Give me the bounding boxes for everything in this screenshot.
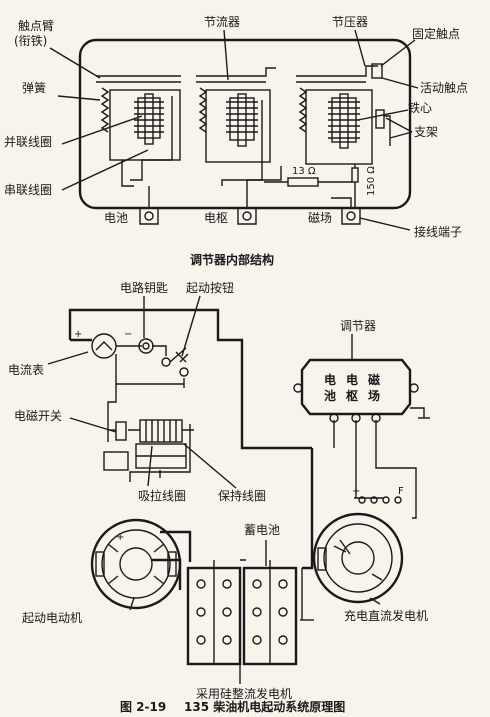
- battery-bank: [186, 559, 298, 666]
- callout-solenoid-switch: 电磁开关: [14, 408, 62, 423]
- starter-motor: +: [90, 518, 182, 610]
- ignition-key: [138, 338, 154, 354]
- terminal-label-battery: 电池: [104, 211, 128, 225]
- reg-term-3-l2: 场: [368, 389, 380, 403]
- starting-system-schematic: + −: [8, 280, 430, 701]
- callout-starter-motor: 起动电动机: [22, 611, 82, 625]
- generator-terminals: + F: [352, 486, 404, 504]
- ammeter-minus: −: [124, 329, 132, 340]
- gen-term-plus: +: [352, 486, 360, 497]
- bottom-callout-leaders: [47, 295, 381, 684]
- ammeter-plus: +: [74, 329, 82, 340]
- ammeter: + −: [74, 329, 132, 359]
- regulator-box: 电 池 电 枢 磁 场: [293, 358, 419, 423]
- figure-title: 135 柴油机电起动系统原理图: [184, 699, 345, 714]
- callout-moving-contact: 活动触点: [420, 81, 468, 95]
- callout-spring: 弹簧: [22, 80, 46, 95]
- callout-shunt-coil: 并联线圈: [4, 135, 52, 149]
- current-regulator-unit: [196, 67, 276, 186]
- gen-term-field: F: [398, 486, 404, 497]
- regulator-housing: [78, 38, 412, 210]
- callout-fixed-contact: 固定触点: [412, 26, 460, 41]
- solenoid-switch: [103, 419, 187, 471]
- cutout-relay: [96, 75, 181, 187]
- terminal-label-field: 磁场: [308, 210, 332, 225]
- callout-contact-arm: 触点臂: [18, 19, 54, 33]
- callout-silicon-alternator: 采用硅整流发电机: [196, 686, 292, 701]
- callout-dc-generator: 充电直流发电机: [344, 608, 428, 623]
- callout-terminal: 接线端子: [414, 224, 462, 239]
- callout-current-regulator: 节流器: [204, 15, 240, 29]
- terminal-label-armature: 电枢: [204, 210, 228, 225]
- voltage-regulator-unit: [296, 63, 391, 208]
- reg-term-2-l2: 枢: [346, 388, 358, 403]
- callout-regulator: 调节器: [340, 319, 376, 333]
- reg-term-2-l1: 电: [346, 372, 358, 387]
- reg-term-1-l2: 池: [324, 388, 336, 403]
- resistor-150-ohm: 150 Ω: [366, 166, 377, 196]
- terminal-tabs: [139, 208, 361, 225]
- callout-pull-coil: 吸拉线圈: [138, 488, 186, 503]
- callout-iron-core: 铁心: [408, 101, 432, 115]
- callout-ignition-key: 电路钥匙: [120, 280, 168, 295]
- resistor-13-ohm: 13 Ω: [292, 166, 316, 177]
- callout-series-coil: 串联线圈: [4, 183, 52, 197]
- callout-ammeter: 电流表: [8, 363, 44, 377]
- callout-start-button: 起动按钮: [186, 280, 234, 295]
- dc-generator: [312, 512, 404, 604]
- figure-number: 图 2-19: [120, 700, 166, 714]
- regulator-internal-structure: 触点臂 (衔铁) 节流器 节压器 固定触点 弹簧 活动触点 铁心 并联线圈 支架…: [4, 15, 468, 267]
- internal-wiring: [148, 166, 352, 208]
- reg-term-3-l1: 磁: [367, 372, 380, 387]
- callout-hold-coil: 保持线圈: [218, 488, 266, 503]
- top-caption: 调节器内部结构: [190, 252, 274, 267]
- callout-voltage-regulator: 节压器: [332, 15, 368, 29]
- starter-plus: +: [116, 532, 124, 543]
- callout-battery: 蓄电池: [244, 523, 280, 537]
- callout-armature: (衔铁): [14, 34, 47, 48]
- callout-bracket: 支架: [414, 125, 438, 139]
- reg-term-1-l1: 电: [324, 372, 336, 387]
- top-callout-leaders: [49, 29, 419, 231]
